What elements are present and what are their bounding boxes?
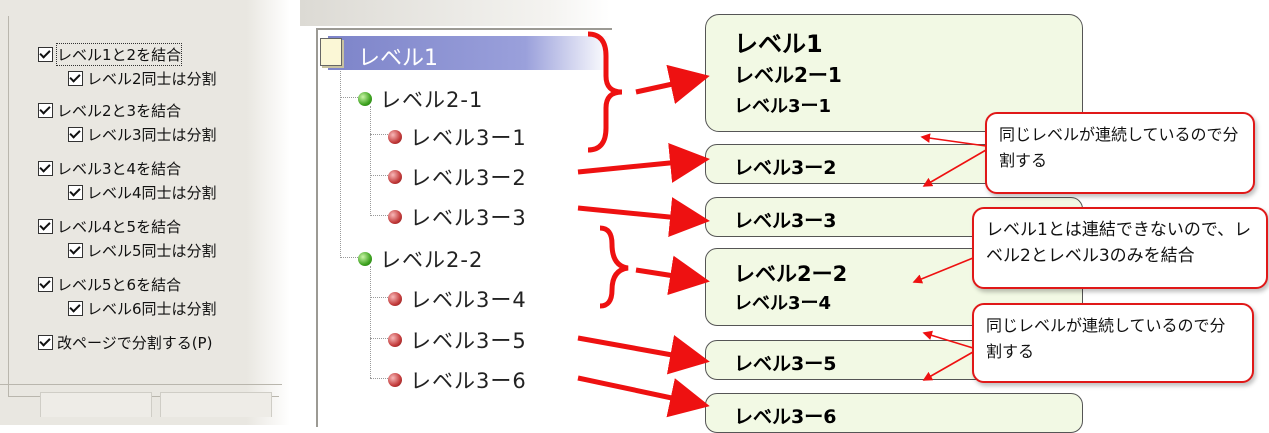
- note-split-same-level-1: 同じレベルが連続しているので分割する: [985, 112, 1255, 194]
- faded-tab[interactable]: [40, 392, 152, 417]
- checkbox-checked-icon[interactable]: [68, 301, 83, 316]
- checkbox-checked-icon[interactable]: [68, 71, 83, 86]
- tree-connector: [340, 257, 360, 258]
- red-ball-icon: [388, 373, 402, 387]
- checkbox-merge-level-1-2[interactable]: レベル1と2を結合: [38, 43, 183, 66]
- red-ball-icon: [388, 292, 402, 306]
- tree-node-level-3-6[interactable]: レベル3ー6: [388, 365, 527, 395]
- tree-node-level-3-4[interactable]: レベル3ー4: [388, 284, 527, 314]
- red-ball-icon: [388, 333, 402, 347]
- tree-connector: [370, 106, 371, 216]
- note-split-same-level-2: 同じレベルが連続しているので分割する: [972, 303, 1254, 383]
- tree-node-level-3-5[interactable]: レベル3ー5: [388, 325, 527, 355]
- arrow-to-box-3: [577, 197, 710, 237]
- checkbox-split-level-6[interactable]: レベル6同士は分割: [68, 298, 217, 319]
- tree-connector: [370, 378, 390, 379]
- checkbox-checked-icon[interactable]: [38, 277, 53, 292]
- tree-node-level-2-1[interactable]: レベル2-1: [358, 84, 483, 114]
- note2-pointer: [912, 257, 974, 284]
- checkbox-checked-icon[interactable]: [38, 47, 53, 62]
- note-merge-level-2-3: レベル1とは連結できないので、レベル2とレベル3のみを結合: [972, 207, 1268, 289]
- tree-view: [316, 28, 612, 427]
- note1-pointer-up: [920, 133, 987, 147]
- checkbox-split-level-5[interactable]: レベル5同士は分割: [68, 240, 217, 261]
- outline-tree-panel: [300, 0, 612, 427]
- tree-connector: [370, 134, 390, 135]
- tree-connector: [340, 68, 341, 258]
- arrow-to-box-4: [635, 255, 710, 296]
- red-ball-icon: [388, 210, 402, 224]
- arrow-to-box-1: [635, 64, 710, 104]
- tree-node-level-3-3[interactable]: レベル3ー3: [388, 202, 527, 232]
- tree-node-level-3-1[interactable]: レベル3ー1: [388, 122, 527, 152]
- tree-node-level-2-2[interactable]: レベル2-2: [358, 244, 483, 274]
- checkbox-checked-icon[interactable]: [38, 161, 53, 176]
- arrow-to-box-6: [577, 375, 710, 418]
- tree-node-level-3-2[interactable]: レベル3ー2: [388, 162, 527, 192]
- checkbox-split-level-2[interactable]: レベル2同士は分割: [68, 68, 217, 89]
- checkbox-split-level-3[interactable]: レベル3同士は分割: [68, 124, 217, 145]
- checkbox-merge-level-3-4[interactable]: レベル3と4を結合: [38, 158, 181, 179]
- note3-pointer-down: [922, 351, 974, 381]
- tree-connector: [370, 175, 390, 176]
- checkbox-checked-icon[interactable]: [68, 243, 83, 258]
- tree-connector: [370, 338, 390, 339]
- checkbox-merge-level-4-5[interactable]: レベル4と5を結合: [38, 216, 181, 237]
- brace-group-2: [599, 225, 629, 309]
- arrow-to-box-2: [577, 143, 710, 183]
- checkbox-split-level-4[interactable]: レベル4同士は分割: [68, 182, 217, 203]
- document-icon: [320, 38, 342, 66]
- green-ball-icon: [358, 92, 372, 106]
- brace-group-1: [587, 31, 623, 153]
- options-panel: レベル1と2を結合 レベル2同士は分割 レベル2と3を結合 レベル3同士は分割 …: [0, 0, 290, 425]
- red-ball-icon: [388, 130, 402, 144]
- tree-connector: [340, 97, 360, 98]
- panel-divider: [0, 384, 282, 385]
- green-ball-icon: [358, 252, 372, 266]
- tree-connector: [370, 297, 390, 298]
- checkbox-checked-icon[interactable]: [68, 185, 83, 200]
- checkbox-merge-level-2-3[interactable]: レベル2と3を結合: [38, 100, 181, 121]
- faded-tab[interactable]: [160, 392, 272, 417]
- tree-node-root-selected[interactable]: レベル1: [328, 36, 610, 71]
- arrow-to-box-5: [577, 334, 710, 375]
- tree-toolbar: [300, 0, 610, 26]
- checkbox-checked-icon[interactable]: [38, 219, 53, 234]
- note3-pointer-up: [922, 330, 974, 349]
- checkbox-checked-icon[interactable]: [68, 127, 83, 142]
- tree-connector: [370, 266, 371, 378]
- checkbox-page-break-split[interactable]: 改ページで分割する(P): [38, 332, 212, 353]
- checkbox-checked-icon[interactable]: [38, 103, 53, 118]
- checkbox-checked-icon[interactable]: [38, 335, 53, 350]
- note1-pointer-down: [922, 149, 987, 187]
- tree-connector: [370, 215, 390, 216]
- red-ball-icon: [388, 170, 402, 184]
- checkbox-merge-level-5-6[interactable]: レベル5と6を結合: [38, 274, 181, 295]
